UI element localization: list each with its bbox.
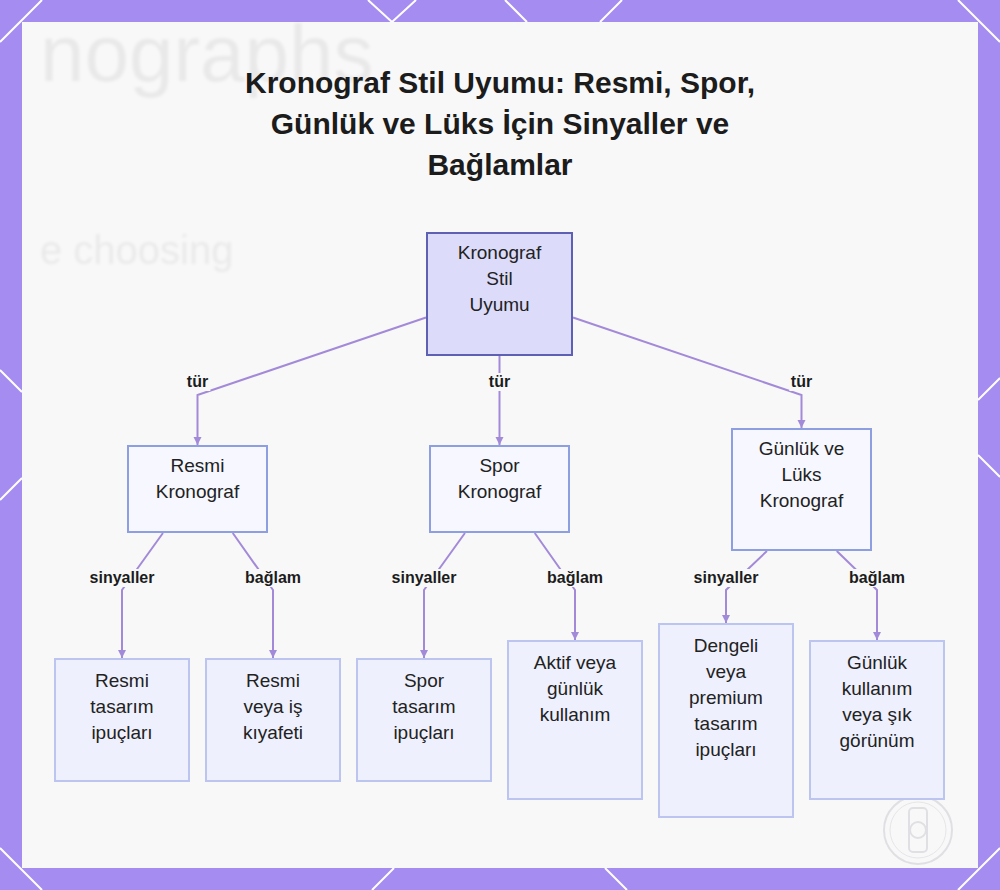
detail-box: Spor tasarım ipuçları — [356, 658, 492, 782]
edge-label: bağlam — [847, 569, 907, 587]
node-text: Dengeli veya premium tasarım ipuçları — [681, 633, 771, 763]
detail-box: Dengeli veya premium tasarım ipuçları — [658, 623, 794, 818]
detail-box: Resmi tasarım ipuçları — [54, 658, 190, 782]
connector-arrow — [233, 533, 273, 658]
edge-label: sinyaller — [692, 569, 761, 587]
node-text: Resmi Kronograf — [143, 453, 252, 505]
edge-label: bağlam — [545, 569, 605, 587]
watermark-text: nographs — [40, 8, 374, 100]
node-text: Spor Kronograf — [445, 453, 554, 505]
edge-label: bağlam — [243, 569, 303, 587]
category-box: Resmi Kronograf — [127, 445, 268, 533]
node-text: Resmi tasarım ipuçları — [77, 668, 167, 746]
node-text: Günlük kullanım veya şık görünüm — [832, 650, 922, 754]
connector-arrow — [499, 356, 501, 445]
edge-label: tür — [789, 373, 814, 391]
connector-arrow — [122, 533, 163, 658]
node-text: Günlük ve Lüks Kronograf — [747, 436, 856, 514]
connector-arrow — [424, 533, 465, 658]
node-text: Aktif veya günlük kullanım — [530, 650, 620, 728]
node-text: Kronograf Stil Uyumu — [456, 240, 543, 318]
node-text: Resmi veya iş kıyafeti — [228, 668, 318, 746]
edge-label: tür — [185, 373, 210, 391]
edge-label: sinyaller — [88, 569, 157, 587]
connector-arrow — [573, 318, 802, 428]
detail-box: Aktif veya günlük kullanım — [507, 640, 643, 800]
connector-arrow — [726, 551, 767, 623]
connector-arrow — [837, 551, 877, 640]
connector-arrow — [198, 318, 427, 445]
watermark-text: e choosing — [40, 228, 233, 273]
edge-label: tür — [487, 373, 512, 391]
detail-box: Günlük kullanım veya şık görünüm — [809, 640, 945, 800]
edge-label: sinyaller — [390, 569, 459, 587]
category-box: Spor Kronograf — [429, 445, 570, 533]
category-box: Günlük ve Lüks Kronograf — [731, 428, 872, 551]
detail-box: Resmi veya iş kıyafeti — [205, 658, 341, 782]
root-box: Kronograf Stil Uyumu — [426, 232, 573, 356]
node-text: Spor tasarım ipuçları — [379, 668, 469, 746]
